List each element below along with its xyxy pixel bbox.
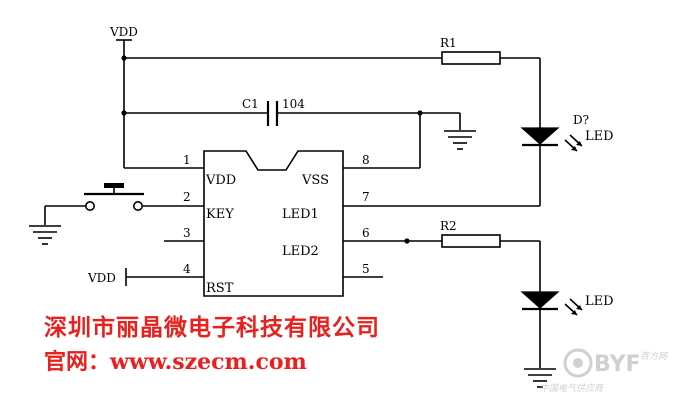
led1-diode-symbol [520, 127, 560, 145]
c1-value-label: 104 [282, 97, 305, 111]
pin8-name: VSS [301, 173, 329, 188]
pin3-number: 3 [183, 226, 191, 240]
led2-diode-symbol [520, 291, 560, 309]
d-ref-label: D? [573, 113, 589, 127]
pin2-name: KEY [206, 207, 234, 222]
pin4-number: 4 [183, 262, 191, 276]
company-name: 深圳市丽晶微电子科技有限公司 [44, 314, 380, 341]
switch-contact-right [133, 201, 144, 212]
watermark-tagline: 中国电气供应商 [540, 383, 605, 394]
junction-pin6 [404, 238, 410, 244]
pin2-number: 2 [183, 190, 191, 204]
led2-arrowhead-b [576, 305, 582, 310]
pin1-name: VDD [205, 173, 236, 188]
led1-arrowhead-a [571, 146, 577, 151]
pin6-number: 6 [362, 226, 370, 240]
switch-contact-left [85, 201, 96, 212]
pin7-number: 7 [362, 190, 370, 204]
led2-arrowhead-a [571, 310, 577, 315]
pin8-number: 8 [362, 153, 370, 167]
pin5-number: 5 [362, 262, 370, 276]
pin4-name: RST [206, 281, 234, 296]
r2-label: R2 [440, 219, 457, 233]
resistor-r1 [441, 51, 501, 65]
pin1-number: 1 [183, 153, 191, 167]
vdd-rst-label: VDD [87, 271, 116, 285]
r1-label: R1 [440, 36, 457, 50]
byf-watermark-logo: BYF 百方网 中国电气供应商 [540, 348, 668, 394]
switch-button-cap [104, 183, 124, 188]
website-line: 官网：www.szecm.com [44, 349, 307, 375]
led1-label: LED [585, 129, 614, 144]
watermark-brand: BYF [594, 352, 641, 377]
resistor-r2 [441, 234, 501, 248]
c1-label: C1 [242, 97, 259, 111]
pin6-name: LED2 [282, 244, 319, 259]
pin7-name: LED1 [282, 207, 319, 222]
watermark-brand-cn: 百方网 [640, 351, 668, 362]
vdd-top-label: VDD [109, 25, 138, 39]
led1-arrowhead-b [576, 141, 582, 146]
ic-body [203, 150, 344, 297]
led2-label: LED [585, 294, 614, 309]
